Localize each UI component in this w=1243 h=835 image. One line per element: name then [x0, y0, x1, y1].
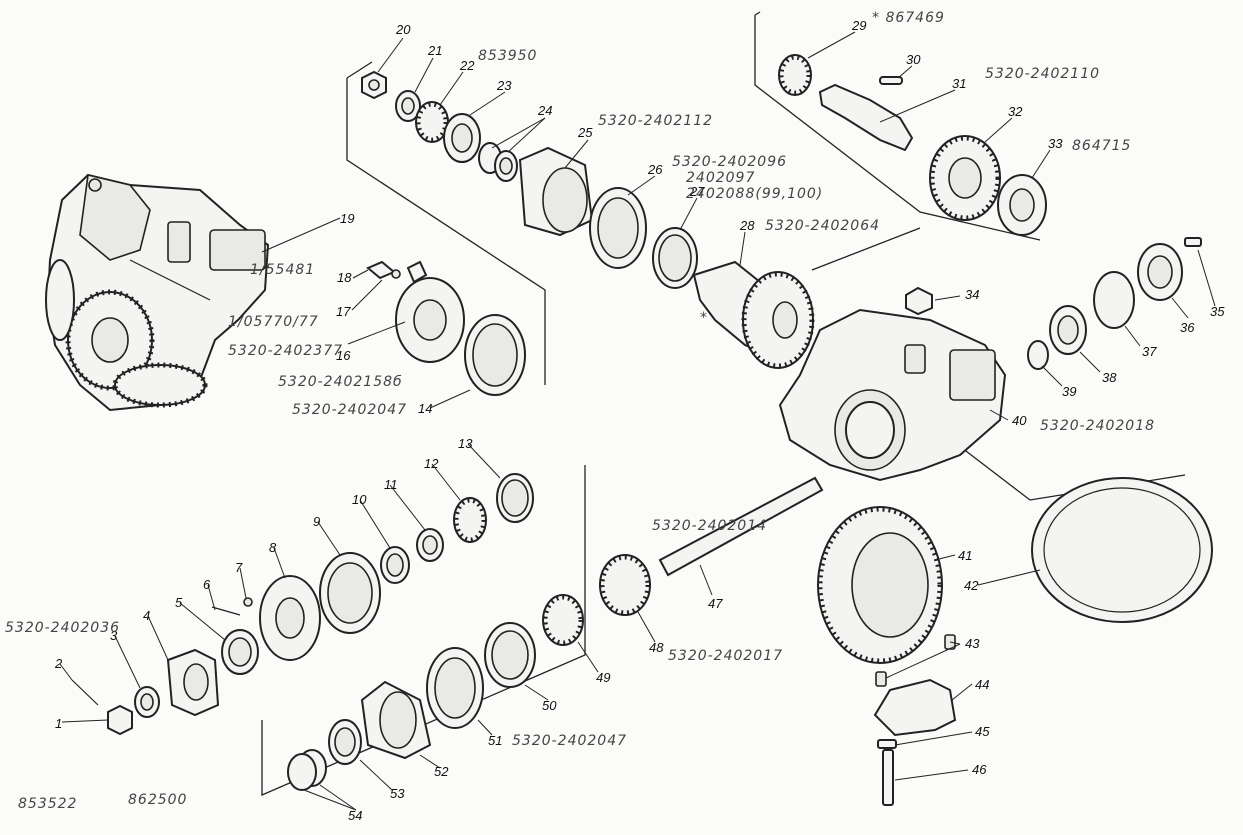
- note-867469: * 867469: [872, 10, 945, 26]
- callout-9: 9: [313, 514, 320, 529]
- callout-25: 25: [577, 125, 593, 140]
- cover-group: [366, 260, 526, 396]
- upper-right-group: [778, 54, 1047, 236]
- callout-29: 29: [851, 18, 866, 33]
- callout-30: 30: [906, 52, 921, 67]
- callout-35: 35: [1210, 304, 1225, 319]
- shaft-ring-gear-group: [658, 476, 1213, 806]
- callout-18: 18: [337, 270, 352, 285]
- assembled-axle-unit: [45, 173, 270, 412]
- callout-45: 45: [975, 724, 990, 739]
- lower-parts-group: [287, 554, 651, 791]
- lower-left-group: [71, 473, 534, 736]
- callout-32: 32: [1008, 104, 1023, 119]
- note-2402047-lower: 5320-2402047: [512, 733, 627, 749]
- note-2402377: 5320-2402377: [228, 343, 343, 359]
- callout-numbers: 1 2 3 4 5 6 7 8 9 10 11 12 13 14 16 17 1…: [54, 18, 1225, 823]
- callout-52: 52: [434, 764, 449, 779]
- callout-39: 39: [1062, 384, 1076, 399]
- callout-16: 16: [336, 348, 351, 363]
- callout-46: 46: [972, 762, 987, 777]
- callout-23: 23: [496, 78, 512, 93]
- note-2402088: 2402088(99,100): [686, 186, 823, 202]
- note-2402047-upper: 5320-2402047: [292, 402, 407, 418]
- callout-19: 19: [340, 211, 354, 226]
- note-2402018: 5320-2402018: [1040, 418, 1155, 434]
- callout-41: 41: [958, 548, 972, 563]
- note-2402158: 5320-2402158б: [278, 374, 403, 390]
- callout-31: 31: [952, 76, 966, 91]
- note-864715: 864715: [1072, 138, 1131, 154]
- callout-26: 26: [647, 162, 663, 177]
- callout-4: 4: [143, 608, 150, 623]
- note-2402014: 5320-2402014: [652, 518, 767, 534]
- note-2402064: 5320-2402064: [765, 218, 880, 234]
- callout-11: 11: [384, 477, 398, 492]
- callout-27: 27: [689, 184, 705, 199]
- callout-49: 49: [596, 670, 610, 685]
- callout-5: 5: [175, 595, 183, 610]
- note-862500: 862500: [128, 792, 187, 808]
- callout-37: 37: [1142, 344, 1157, 359]
- callout-51: 51: [488, 733, 502, 748]
- note-2402110: 5320-2402110: [985, 66, 1100, 82]
- callout-3: 3: [110, 628, 118, 643]
- callout-40: 40: [1012, 413, 1027, 428]
- note-2402096: 5320-2402096: [672, 154, 787, 170]
- callout-13: 13: [458, 436, 473, 451]
- note-853522: 853522: [18, 796, 77, 812]
- callout-24: 24: [537, 103, 552, 118]
- callout-20: 20: [395, 22, 411, 37]
- callout-6: 6: [203, 577, 211, 592]
- pinion-bearing-group: [361, 70, 815, 369]
- callout-12: 12: [424, 456, 439, 471]
- callout-22: 22: [459, 58, 475, 73]
- callout-2: 2: [54, 656, 63, 671]
- part-number-notes: 853950 5320-2402112 5320-2402096 2402097…: [5, 10, 1155, 812]
- callout-8: 8: [269, 540, 277, 555]
- callout-14: 14: [418, 401, 432, 416]
- note-2402112: 5320-2402112: [598, 113, 713, 129]
- leader-lines: [59, 31, 1216, 811]
- callout-21: 21: [427, 43, 442, 58]
- note-star-28: *: [700, 310, 708, 326]
- callout-33: 33: [1048, 136, 1063, 151]
- callout-42: 42: [964, 578, 979, 593]
- callout-34: 34: [965, 287, 979, 302]
- callout-44: 44: [975, 677, 989, 692]
- note-2402017: 5320-2402017: [668, 648, 783, 664]
- callout-43: 43: [965, 636, 980, 651]
- callout-1: 1: [55, 716, 62, 731]
- note-2402036: 5320-2402036: [5, 620, 120, 636]
- callout-54: 54: [348, 808, 362, 823]
- callout-50: 50: [542, 698, 557, 713]
- callout-36: 36: [1180, 320, 1195, 335]
- callout-48: 48: [649, 640, 664, 655]
- callout-53: 53: [390, 786, 405, 801]
- callout-38: 38: [1102, 370, 1117, 385]
- callout-17: 17: [336, 304, 351, 319]
- callout-10: 10: [352, 492, 367, 507]
- note-2402097: 2402097: [686, 170, 755, 186]
- note-853950: 853950: [478, 48, 537, 64]
- callout-7: 7: [235, 560, 243, 575]
- callout-47: 47: [708, 596, 723, 611]
- callout-28: 28: [739, 218, 755, 233]
- right-housing-group: [778, 237, 1202, 482]
- note-155481: 1/55481: [250, 262, 315, 278]
- note-1057077: 1/05770/77: [228, 314, 319, 330]
